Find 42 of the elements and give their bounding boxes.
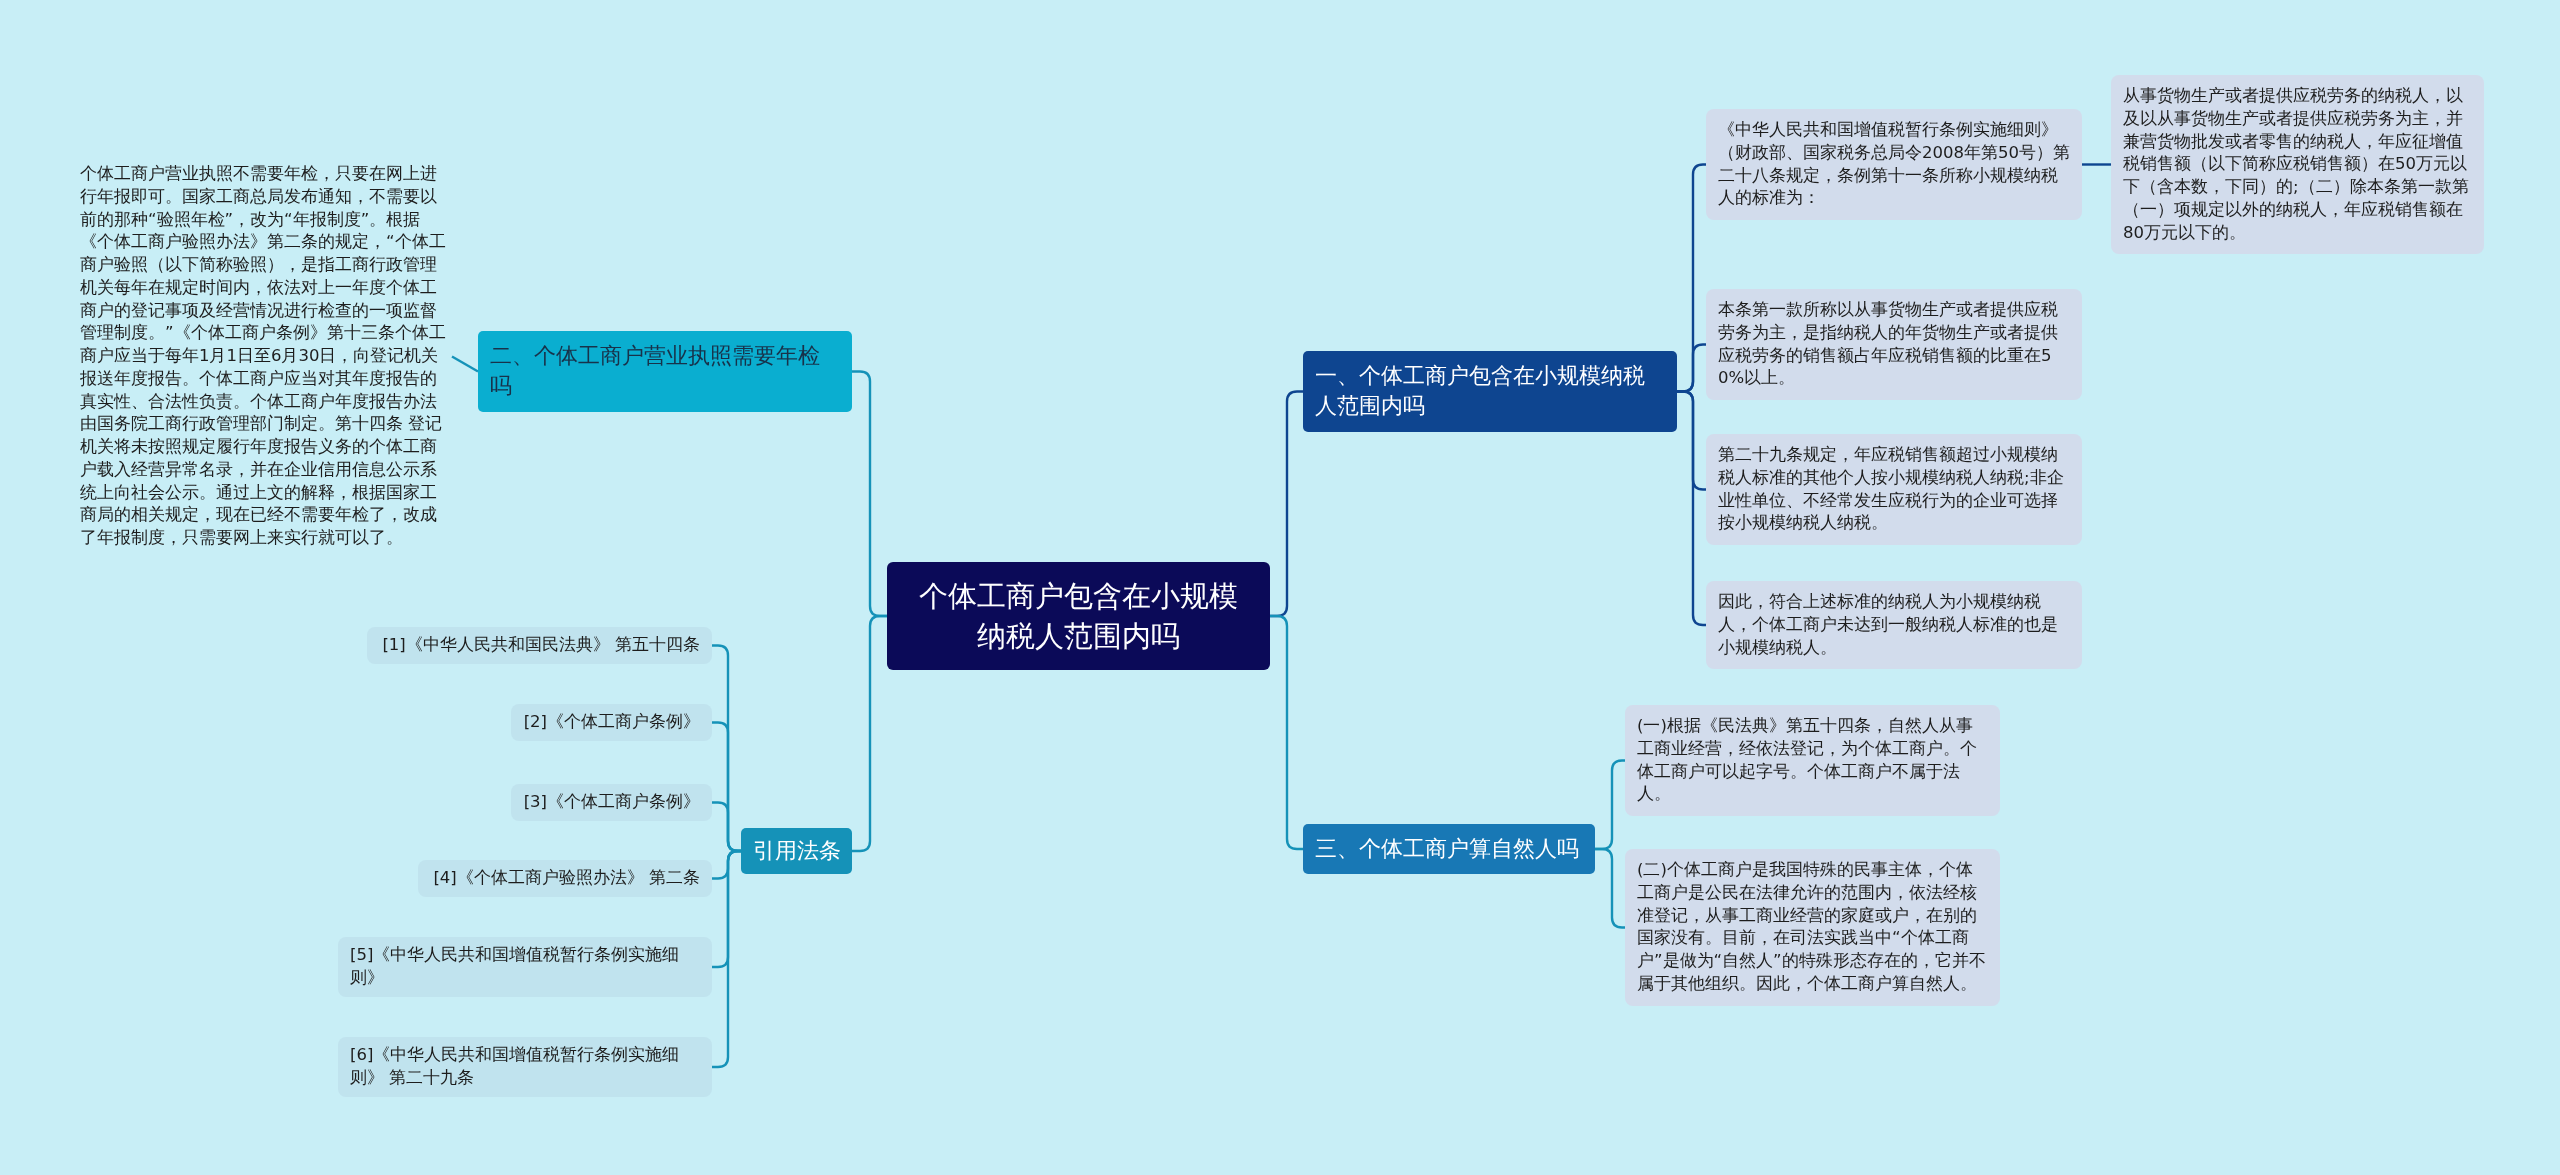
topic-text: [4]《个体工商户验照办法》 第二条 — [432, 867, 700, 889]
text-card — [1706, 434, 2082, 546]
topic-text: [2]《个体工商户条例》 — [523, 711, 700, 733]
topic-text: [1]《中华人民共和国民法典》 第五十四条 — [381, 634, 700, 656]
text-card — [2111, 75, 2484, 255]
connector-line — [852, 614, 887, 853]
topic-text: 本条第一款所称以从事货物生产或者提供应税劳务为主，是指纳税人的年货物生产或者提供应税劳务的销售额占年应税销售额的比重在50%以上。 — [1718, 299, 2059, 390]
central-topic — [887, 562, 1270, 671]
text-card — [1706, 109, 2082, 221]
topic-text: (二)个体工商户是我国特殊的民事主体，个体工商户是公民在法律允许的范围内，依法经核准登记，从事工商业经营的家庭或户，在别的国家没有。目前，在司法实践当中“个体工商户”是做为“自然人”的特殊形态存在的，它并不属于其他组织。因此，个体工商户算自然人。 — [1637, 859, 1987, 995]
reference-item — [338, 1037, 712, 1097]
reference-item — [338, 937, 712, 997]
connector-line — [451, 355, 479, 373]
reference-item — [367, 627, 712, 664]
connector-line — [2082, 163, 2111, 166]
topic-text: [6]《中华人民共和国增值税暂行条例实施细则》 第二十九条 — [350, 1044, 681, 1089]
branch-topic — [741, 828, 852, 875]
text-card — [1706, 581, 2082, 670]
reference-item — [511, 784, 712, 821]
branch-topic — [1303, 351, 1677, 432]
topic-text: [3]《个体工商户条例》 — [523, 791, 700, 813]
reference-item — [511, 704, 712, 741]
connector-line — [1595, 847, 1625, 929]
topic-text: 因此，符合上述标准的纳税人为小规模纳税人，个体工商户未达到一般纳税人标准的也是小规模纳税人。 — [1718, 591, 2059, 659]
topic-text: [5]《中华人民共和国增值税暂行条例实施细则》 — [350, 944, 681, 989]
topic-text: (一)根据《民法典》第五十四条，自然人从事工商业经营，经依法登记，为个体工商户。个体工商户可以起字号。个体工商户不属于法人。 — [1637, 715, 1978, 806]
text-card — [1625, 849, 2000, 1006]
branch-topic — [1303, 824, 1595, 875]
topic-text: 三、个体工商户算自然人吗 — [1315, 835, 1580, 863]
topic-text: 一、个体工商户包含在小规模纳税人范围内吗 — [1315, 362, 1646, 421]
topic-text: 第二十九条规定，年应税销售额超过小规模纳税人标准的其他个人按小规模纳税人纳税;非企业性单位、不经常发生应税行为的企业可选择按小规模纳税人纳税。 — [1718, 444, 2065, 535]
text-card — [1625, 705, 2000, 817]
reference-item — [418, 860, 712, 897]
paragraph-text: 个体工商户营业执照不需要年检，只要在网上进行年报即可。国家工商总局发布通知，不需要以前的那种“验照年检”，改为“年报制度”。根据《个体工商户验照办法》第二条的规定，“个体工商户验照（以下简称验照），是指工商行政管理机关每年在规定时间内，依法对上一年度个体工商户的登记事项及经营情况进行检查的一项监督管理制度。”《个体工商户条例》第十三条个体工商户应当于每年1月1日至6月30日，向登记机关报送年度报告。个体工商户应当对其年度报告的真实性、合法性负责。个体工商户年度报告办法由国务院工商行政管理部门制定。第十四条 登记机关将未按照规定履行年度报告义务的个体工商户载入经营异常名录，并在企业信用信息公示系统上向社会公示。通过上文的解释，根据国家工商局的相关规定，现在已经不需要年检了，改成了年报制度，只需要网上来实行就可以了。 — [80, 163, 447, 550]
connector-line — [1677, 390, 1706, 627]
branch-topic — [478, 331, 852, 412]
topic-text: 《中华人民共和国增值税暂行条例实施细则》（财政部、国家税务总局令2008年第50号）第二十八条规定，条例第十一条所称小规模纳税人的标准为： — [1718, 119, 2070, 210]
topic-text: 个体工商户包含在小规模纳税人范围内吗 — [918, 578, 1239, 655]
topic-text: 引用法条 — [751, 837, 842, 865]
topic-text: 二、个体工商户营业执照需要年检吗 — [490, 342, 821, 401]
topic-text: 从事货物生产或者提供应税劳务的纳税人，以及以从事货物生产或者提供应税劳务为主，并兼营货物批发或者零售的纳税人，年应征增值税销售额（以下简称应税销售额）在50万元以下（含本数，下同）的;（二）除本条第一款第（一）项规定以外的纳税人，年应税销售额在80万元以下的。 — [2123, 85, 2470, 244]
text-card — [1706, 289, 2082, 401]
